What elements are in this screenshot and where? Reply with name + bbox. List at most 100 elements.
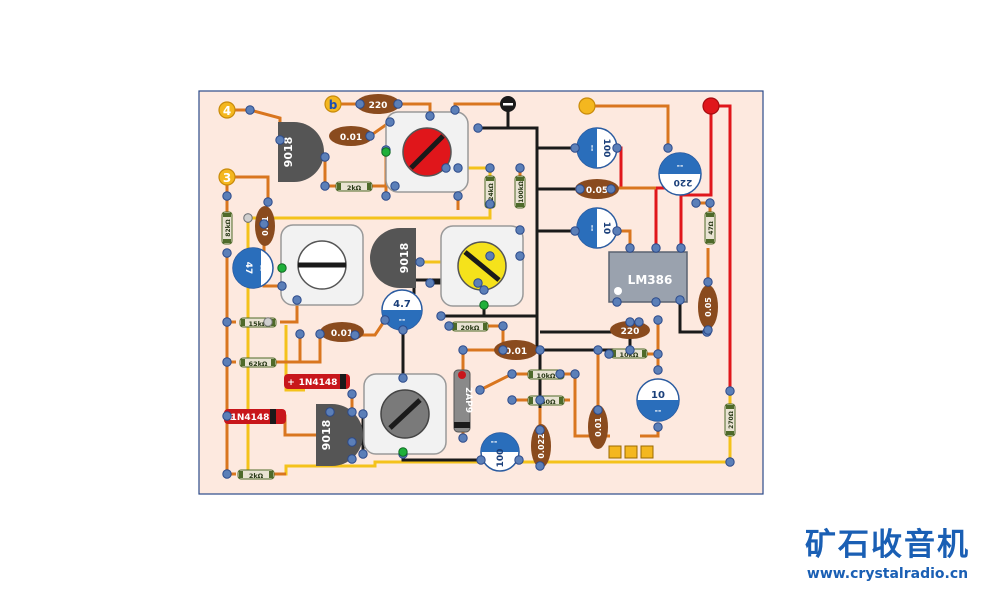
resistor-47[interactable]: 47Ω: [704, 211, 716, 245]
diode-1n4148-a-plus: +: [287, 378, 295, 388]
solder-pad: [425, 278, 435, 288]
terminal-red[interactable]: [702, 97, 720, 115]
solder-pad: [390, 181, 400, 191]
resistor-100k[interactable]: 100kΩ: [514, 175, 526, 209]
solder-pad: [507, 395, 517, 405]
terminal-4-label: 4: [223, 104, 231, 118]
resistor-270[interactable]: 270Ω: [724, 403, 736, 437]
solder-pad: [347, 437, 357, 447]
diode-1n4148-a-label: 1N4148: [299, 378, 338, 388]
terminal-ground[interactable]: [500, 96, 516, 112]
cap-001-d[interactable]: 0.01: [494, 340, 538, 360]
solder-pad: [514, 455, 524, 465]
ecap-10-top[interactable]: 10 --: [576, 207, 618, 249]
speaker-connector[interactable]: [608, 445, 654, 459]
terminal-b[interactable]: b: [324, 95, 342, 113]
ic-lm386[interactable]: LM386: [608, 251, 688, 303]
solder-pad: [575, 184, 585, 194]
transistor-q3-label: 9018: [320, 420, 333, 451]
solder-pad: [515, 163, 525, 173]
cap-005-b-label: 0.05: [704, 297, 713, 317]
ecap-220-label: 220: [674, 177, 693, 187]
solder-pad: [625, 243, 635, 253]
ecap-4-7[interactable]: 4.7 --: [381, 289, 423, 331]
solder-pad: [315, 329, 325, 339]
terminal-yellow[interactable]: [578, 97, 596, 115]
brand-watermark: 矿石收音机 www.crystalradio.cn: [805, 528, 970, 582]
cap-005-a[interactable]: 0.05: [575, 179, 619, 199]
ecap-220[interactable]: 220 --: [658, 152, 702, 196]
solder-pad: [498, 321, 508, 331]
cap-001-e[interactable]: 0.01: [588, 405, 608, 449]
cap-001-d-label: 0.01: [505, 347, 527, 357]
resistor-82k-label: 82kΩ: [225, 219, 232, 236]
solder-pad: [651, 243, 661, 253]
solder-pad: [705, 198, 715, 208]
pot-gray[interactable]: [363, 373, 447, 455]
terminal-4[interactable]: 4: [218, 101, 236, 119]
resistor-20k[interactable]: 20kΩ: [451, 321, 489, 332]
ecap-100-bottom[interactable]: 100 --: [480, 432, 520, 472]
solder-pad: [703, 277, 713, 287]
cap-220-mid-label: 220: [621, 327, 640, 337]
resistor-82k[interactable]: 82kΩ: [221, 211, 233, 245]
solder-pad: [653, 315, 663, 325]
resistor-62k[interactable]: 62kΩ: [239, 357, 277, 368]
resistor-10k-b-label: 10kΩ: [620, 351, 639, 359]
ecap-220-minus: --: [677, 161, 684, 170]
cap-0022[interactable]: 0.022: [531, 424, 551, 468]
solder-pad: [450, 105, 460, 115]
cap-005-b[interactable]: 0.05: [698, 285, 718, 329]
ecap-10-bottom[interactable]: 10 --: [636, 378, 680, 422]
pot-wiper-pad: [381, 147, 391, 157]
pot-red[interactable]: [385, 111, 469, 193]
diode-1n4148-b[interactable]: + 1N4148: [224, 409, 286, 424]
solder-pad: [515, 225, 525, 235]
solder-pad: [441, 163, 451, 173]
diode-2ap9[interactable]: 2AP9: [453, 369, 473, 433]
cap-001-c-label: 0.01: [331, 329, 353, 339]
solder-pad: [676, 243, 686, 253]
ecap-100-bottom-minus: --: [491, 437, 498, 446]
pot-yellow[interactable]: [440, 225, 524, 307]
solder-pad: [453, 163, 463, 173]
resistor-560[interactable]: 560Ω: [527, 395, 565, 406]
solder-pad: [398, 373, 408, 383]
solder-pad: [385, 117, 395, 127]
diode-1n4148-a[interactable]: + 1N4148: [284, 374, 350, 389]
resistor-2k-top[interactable]: 2kΩ: [335, 181, 373, 192]
pot-white[interactable]: [280, 224, 364, 306]
solder-pad: [604, 349, 614, 359]
ecap-10-bottom-minus: --: [655, 406, 662, 415]
resistor-62k-label: 62kΩ: [249, 360, 268, 368]
solder-pad: [347, 389, 357, 399]
transistor-q2[interactable]: 9018: [370, 228, 416, 288]
ic-lm386-label: LM386: [628, 273, 673, 287]
terminal-3[interactable]: 3: [218, 168, 236, 186]
ecap-100-top[interactable]: 100 --: [576, 127, 618, 169]
solder-pad: [593, 405, 603, 415]
solder-pad: [473, 278, 483, 288]
resistor-2k-bottom-label: 2kΩ: [249, 472, 264, 480]
solder-pad: [222, 469, 232, 479]
solder-pad: [380, 315, 390, 325]
solder-pad: [347, 407, 357, 417]
solder-pad: [498, 345, 508, 355]
solder-pads: [222, 99, 735, 479]
transistor-q1[interactable]: 9018: [278, 122, 324, 182]
solder-pad: [653, 365, 663, 375]
diode-2ap9-label: 2AP9: [463, 387, 473, 413]
solder-pad: [535, 395, 545, 405]
transistor-q3[interactable]: 9018: [316, 404, 363, 466]
cap-001-a[interactable]: 0.01: [329, 126, 373, 146]
resistor-2k-bottom[interactable]: 2kΩ: [237, 469, 275, 480]
ecap-100-bottom-label: 100: [496, 449, 506, 468]
solder-pad: [625, 317, 635, 327]
ecap-47[interactable]: 47 --: [232, 247, 274, 289]
pot-wiper-pad: [479, 300, 489, 310]
cap-220-top[interactable]: 220: [356, 94, 400, 114]
solder-pad: [325, 407, 335, 417]
pot-wiper-pad: [398, 447, 408, 457]
solder-pad: [593, 345, 603, 355]
ecap-47-label: 47: [243, 262, 253, 275]
